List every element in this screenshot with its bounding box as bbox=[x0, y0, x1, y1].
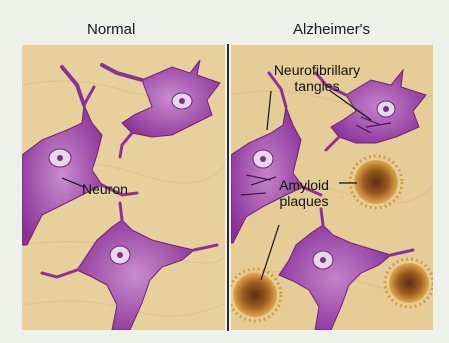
tangles-label: Neurofibrillary tangles bbox=[257, 62, 377, 94]
neuron-label: Neuron bbox=[82, 181, 128, 197]
alzheimers-panel-title: Alzheimer's bbox=[293, 22, 370, 38]
alzheimers-panel: Neurofibrillary tangles Amyloid plaques bbox=[231, 45, 433, 330]
normal-panel: Neuron bbox=[22, 45, 225, 330]
tangles-label-line1: Neurofibrillary bbox=[257, 62, 377, 78]
panel-divider bbox=[227, 44, 229, 331]
plaques-label-line2: plaques bbox=[269, 193, 339, 209]
normal-panel-title: Normal bbox=[87, 22, 135, 38]
plaques-label: Amyloid plaques bbox=[269, 177, 339, 209]
tangles-label-line2: tangles bbox=[257, 78, 377, 94]
plaques-label-line1: Amyloid bbox=[269, 177, 339, 193]
